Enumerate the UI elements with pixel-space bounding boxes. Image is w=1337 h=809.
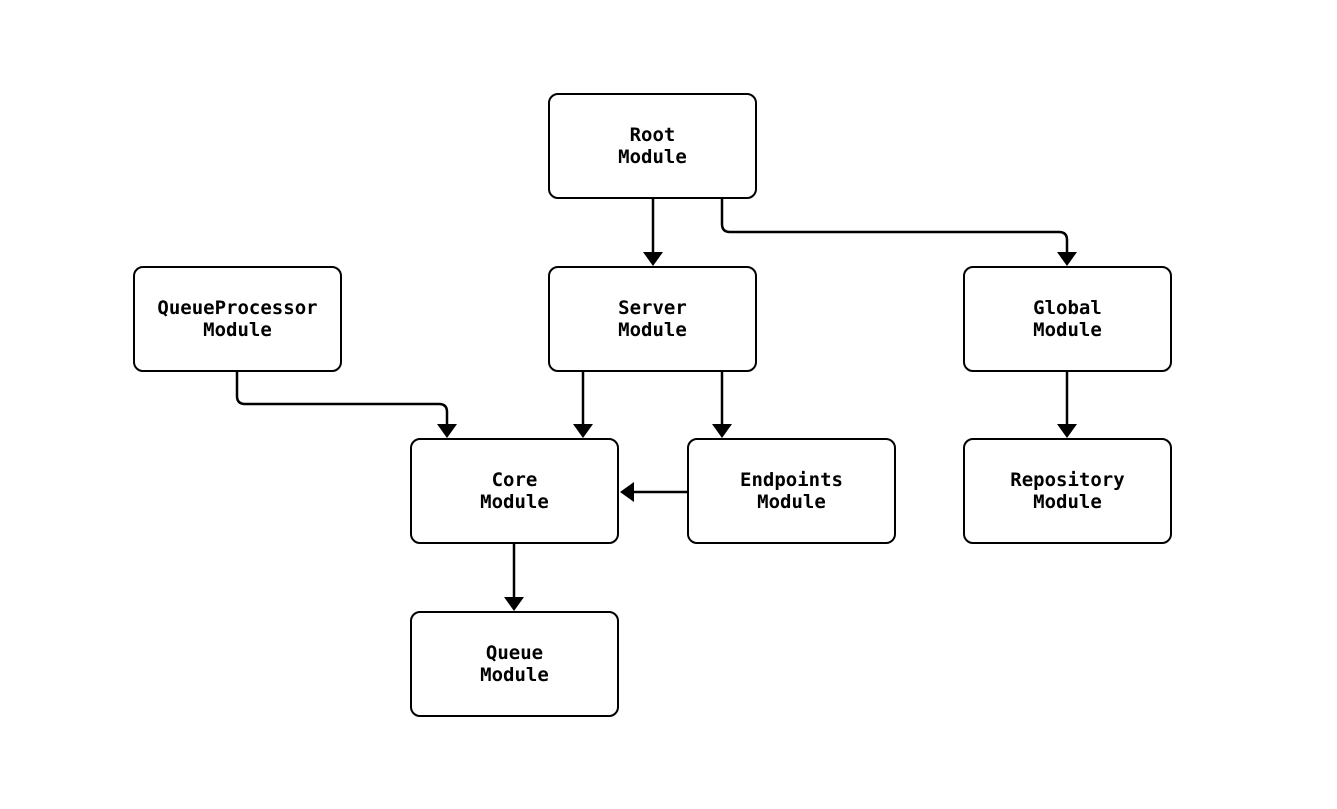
edge-server-to-endpoints bbox=[712, 372, 732, 438]
edge-root-to-server bbox=[643, 198, 663, 266]
edge-server-to-core bbox=[573, 372, 593, 438]
node-endpoints-module: Endpoints Module bbox=[687, 438, 896, 544]
node-root-module-label: Root Module bbox=[618, 124, 687, 168]
node-queueprocessor-module-label: QueueProcessor Module bbox=[157, 297, 318, 341]
node-repository-module-label: Repository Module bbox=[1010, 469, 1125, 513]
node-queueprocessor-module: QueueProcessor Module bbox=[133, 266, 342, 372]
node-core-module-label: Core Module bbox=[480, 469, 549, 513]
node-root-module: Root Module bbox=[548, 93, 757, 199]
edge-root-to-global bbox=[720, 198, 1077, 266]
node-endpoints-module-label: Endpoints Module bbox=[740, 469, 843, 513]
node-server-module-label: Server Module bbox=[618, 297, 687, 341]
node-global-module-label: Global Module bbox=[1033, 297, 1102, 341]
node-repository-module: Repository Module bbox=[963, 438, 1172, 544]
node-queue-module-label: Queue Module bbox=[480, 642, 549, 686]
node-core-module: Core Module bbox=[410, 438, 619, 544]
edge-global-to-repository bbox=[1057, 372, 1077, 438]
edge-queueprocessor-to-core bbox=[235, 372, 457, 438]
node-server-module: Server Module bbox=[548, 266, 757, 372]
node-queue-module: Queue Module bbox=[410, 611, 619, 717]
node-global-module: Global Module bbox=[963, 266, 1172, 372]
edge-endpoints-to-core bbox=[620, 482, 687, 502]
edge-core-to-queue bbox=[504, 544, 524, 611]
